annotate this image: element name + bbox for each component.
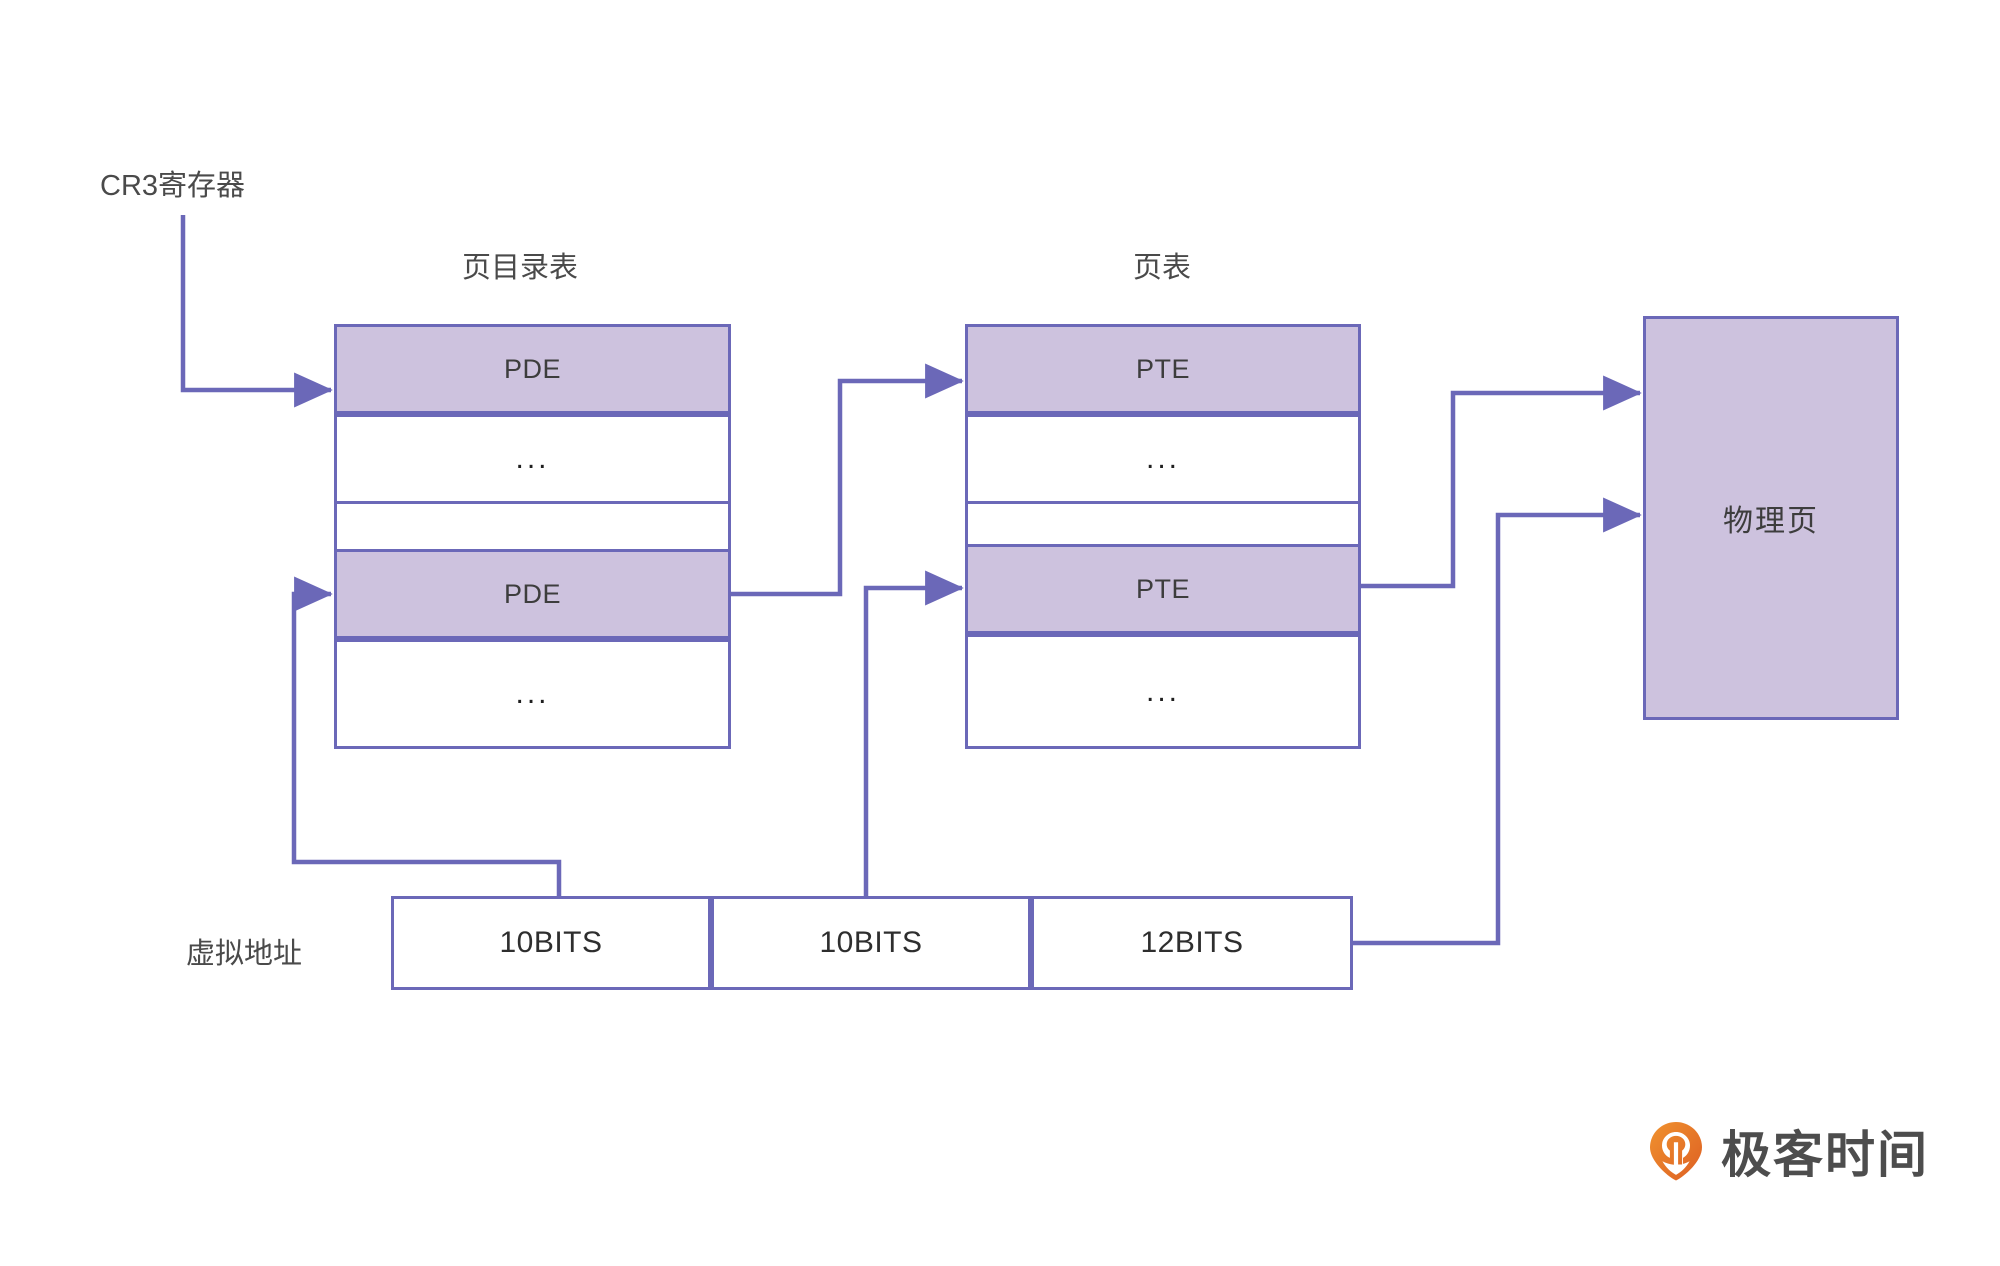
page-table-row-0[interactable]: PTE [965,324,1361,414]
wire-pde2-to-pte1 [731,363,964,597]
cr3-register-label: CR3寄存器 [100,170,246,202]
virtual-address-field-1-label: 10BITS [819,926,923,959]
virtual-address-field-0-label: 10BITS [499,926,603,959]
wire-cr3-to-pde1 [180,215,333,408]
wire-va2-to-pte2 [863,570,964,896]
page-table-row-0-label: PTE [1135,353,1190,384]
page-directory-row-1[interactable]: ... [334,414,731,504]
page-directory-table-label: 页目录表 [462,252,579,284]
geektime-pin-icon [1645,1120,1707,1182]
virtual-address-field-1[interactable]: 10BITS [711,896,1031,990]
page-directory-row-1-label: ... [515,442,550,475]
physical-page-box[interactable]: 物理页 [1643,316,1899,720]
virtual-address-field-2[interactable]: 12BITS [1031,896,1353,990]
brand-logo-text: 极客时间 [1721,1126,1929,1184]
page-directory-row-3[interactable]: ... [334,639,731,749]
page-directory-row-0[interactable]: PDE [334,324,731,414]
virtual-address-field-0[interactable]: 10BITS [391,896,711,990]
page-table-label: 页表 [1133,252,1192,284]
wire-pte2-to-physical-page [1358,375,1642,589]
page-table-spine-upper [965,504,1361,544]
page-directory-row-2-label: PDE [503,578,562,609]
virtual-address-field-2-label: 12BITS [1140,926,1244,959]
virtual-address-label: 虚拟地址 [186,938,303,970]
page-table-row-2[interactable]: PTE [965,544,1361,634]
page-directory-spine-upper [334,504,731,549]
page-table-row-3-label: ... [1145,674,1180,708]
page-table-row-3[interactable]: ... [965,634,1361,749]
page-table-row-2-label: PTE [1135,573,1190,604]
page-table-row-1-label: ... [1145,442,1180,475]
page-directory-row-0-label: PDE [503,353,562,384]
brand-logo: 极客时间 [1645,1115,1929,1187]
physical-page-label: 物理页 [1723,505,1819,538]
page-directory-row-2[interactable]: PDE [334,549,731,639]
page-table-row-1[interactable]: ... [965,414,1361,504]
page-directory-row-3-label: ... [515,677,550,710]
